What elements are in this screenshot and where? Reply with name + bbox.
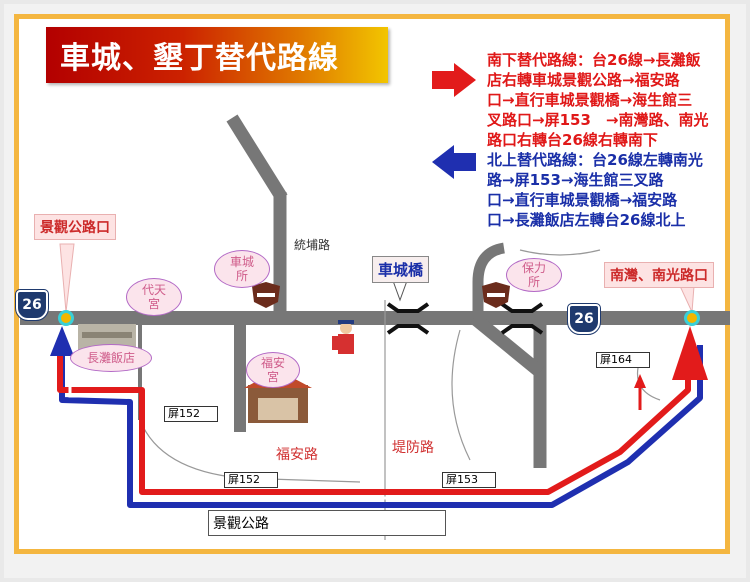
south-route-description: 南下替代路線：台26線→長灘飯 店右轉車城景觀公路→福安路 口→直行車城景觀橋→…: [487, 51, 709, 149]
north-route-description: 北上替代路線：台26線左轉南光 路→屏153→海生館三叉路 口→直行車城景觀橋→…: [487, 151, 703, 229]
place-baoli-office: 保力 所: [506, 258, 562, 292]
place-daitian-temple: 代天 宮: [126, 278, 182, 316]
label-tongpu-road: 統埔路: [294, 238, 331, 252]
north-route-line: [59, 336, 703, 508]
officer-icon: [332, 320, 354, 354]
route-26-shield-left: 26: [15, 289, 49, 321]
road-thin-a: [451, 329, 471, 461]
label-fuan-road: 福安路: [276, 447, 318, 463]
south-arrow-right: [672, 326, 708, 380]
route-26-shield-right: 26: [567, 303, 601, 335]
label-ping152-b: 屏152: [224, 472, 278, 488]
south-route-line: [57, 342, 691, 495]
road-thin-c: [519, 249, 601, 256]
police-icon-checheng: [252, 282, 280, 308]
callout-right-junction: 南灣、南光路口: [604, 262, 714, 288]
junction-left-marker: [58, 310, 74, 326]
road-tongpu-diagonal: [226, 114, 288, 202]
road-baoli: [472, 242, 506, 318]
road-network: [20, 114, 730, 468]
label-ping153: 屏153: [442, 472, 496, 488]
callout-left-junction: 景觀公路口: [34, 214, 116, 240]
junction-right-marker: [684, 310, 700, 326]
label-landscape-road: 景觀公路: [208, 510, 446, 536]
north-legend-arrow: [432, 145, 476, 179]
road-diag: [469, 312, 545, 378]
north-arrow-left: [50, 326, 74, 356]
place-hotel: 長灘飯店: [70, 344, 152, 372]
label-ping152-a: 屏152: [164, 406, 218, 422]
south-legend-arrow: [432, 63, 476, 97]
label-ping164: 屏164: [596, 352, 650, 368]
place-checheng-office: 車城 所: [214, 250, 270, 288]
map-title: 車城、墾丁替代路線: [46, 27, 388, 83]
callout-bridge: 車城橋: [372, 256, 430, 283]
label-dike-road: 堤防路: [392, 440, 434, 456]
bridge-baoli: [500, 302, 544, 335]
police-icon-baoli: [482, 282, 510, 308]
bridge-checheng: [386, 302, 430, 335]
place-fuan-temple: 福安 宮: [246, 352, 300, 388]
